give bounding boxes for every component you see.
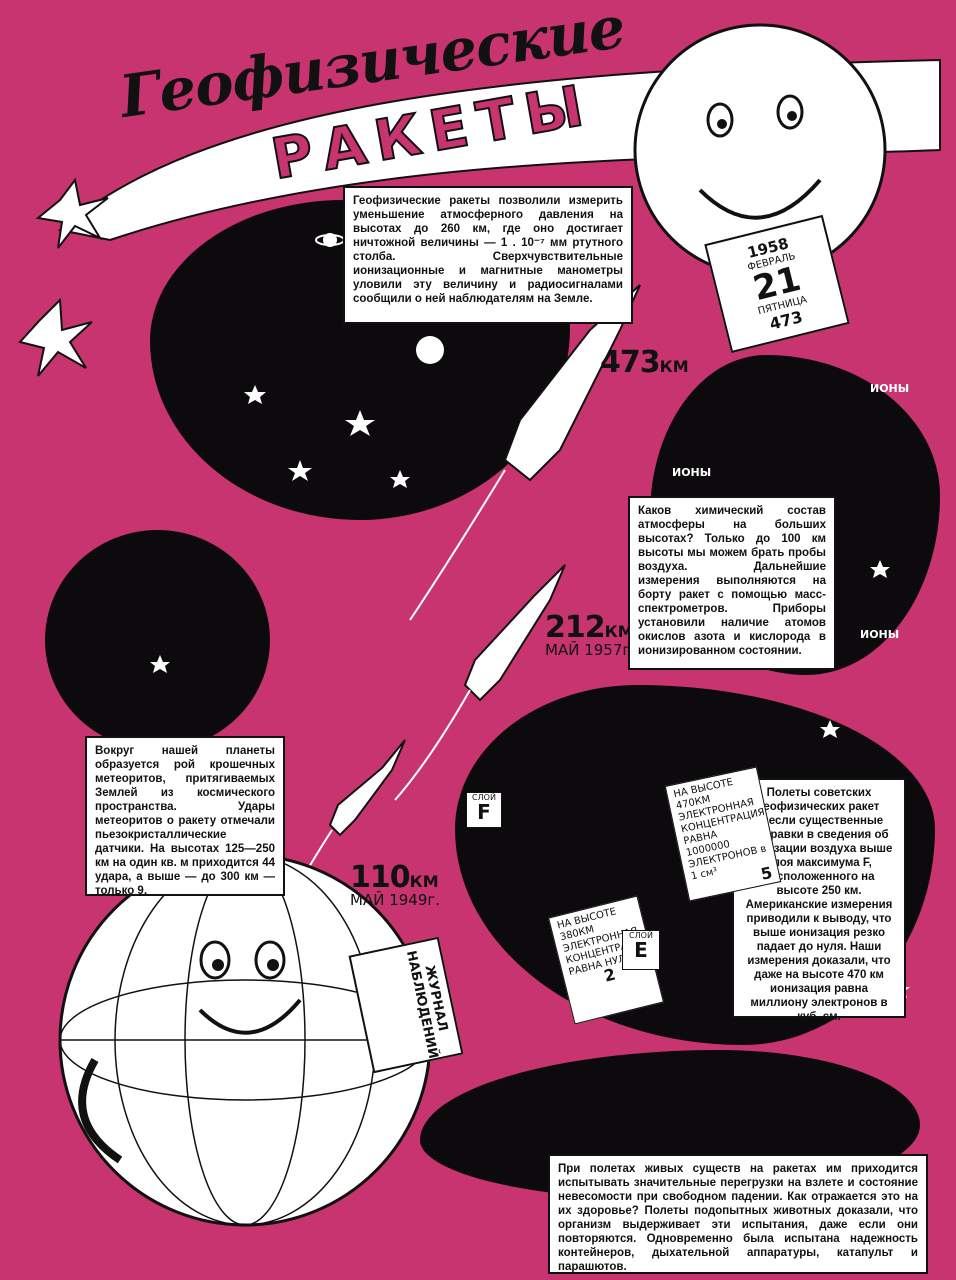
layer-tag-e: СЛОЙ E bbox=[622, 930, 660, 970]
altitude-value: 212 bbox=[545, 610, 606, 645]
ions-label-2: ИОНЫ bbox=[672, 466, 712, 479]
burst-star-1 bbox=[35, 177, 109, 249]
altitude-value: 110 bbox=[350, 860, 411, 895]
meteorites-text-box: Вокруг нашей планеты образуется рой крош… bbox=[85, 736, 285, 897]
ions-label-1: ИОНЫ bbox=[870, 382, 910, 395]
altitude-unit: КМ bbox=[659, 357, 689, 376]
pressure-text-box: Геофизические ракеты позволили измерить … bbox=[343, 186, 633, 324]
altitude-110: 110КМ МАЙ 1949г. bbox=[350, 860, 440, 909]
layer-tag-letter: E bbox=[634, 938, 648, 962]
ionization-text-box: Полеты советских геофизических ракет вне… bbox=[732, 778, 906, 1023]
sky-blob-left bbox=[45, 530, 270, 750]
rocket-473 bbox=[503, 284, 641, 482]
layer-tag-label: СЛОЙ bbox=[629, 931, 653, 940]
burst-star-2 bbox=[18, 297, 93, 377]
altitude-date: МАЙ 1957г. bbox=[545, 641, 636, 659]
ions-label-3: ИОНЫ bbox=[860, 628, 900, 641]
altitude-unit: КМ bbox=[604, 622, 634, 641]
rocket-110 bbox=[328, 739, 406, 837]
altitude-473: 473КМ bbox=[600, 345, 689, 380]
layer-tag-letter: F bbox=[477, 800, 491, 824]
altitude-date: МАЙ 1949г. bbox=[350, 891, 441, 909]
rocket-212 bbox=[463, 564, 566, 702]
chemistry-text-box: Каков химический состав атмосферы на бол… bbox=[628, 496, 836, 670]
note-upper-text: НА ВЫСОТЕ 470КМ ЭЛЕКТРОННАЯ КОНЦЕНТРАЦИЯ… bbox=[672, 776, 768, 883]
altitude-value: 473 bbox=[600, 345, 661, 380]
layer-tag-f: СЛОЙ F bbox=[466, 792, 502, 828]
animals-text-box: При полетах живых существ на ракетах им … bbox=[548, 1154, 928, 1274]
altitude-unit: КМ bbox=[409, 872, 439, 891]
altitude-212: 212КМ МАЙ 1957г. bbox=[545, 610, 635, 659]
layer-tag-label: СЛОЙ bbox=[472, 793, 496, 802]
